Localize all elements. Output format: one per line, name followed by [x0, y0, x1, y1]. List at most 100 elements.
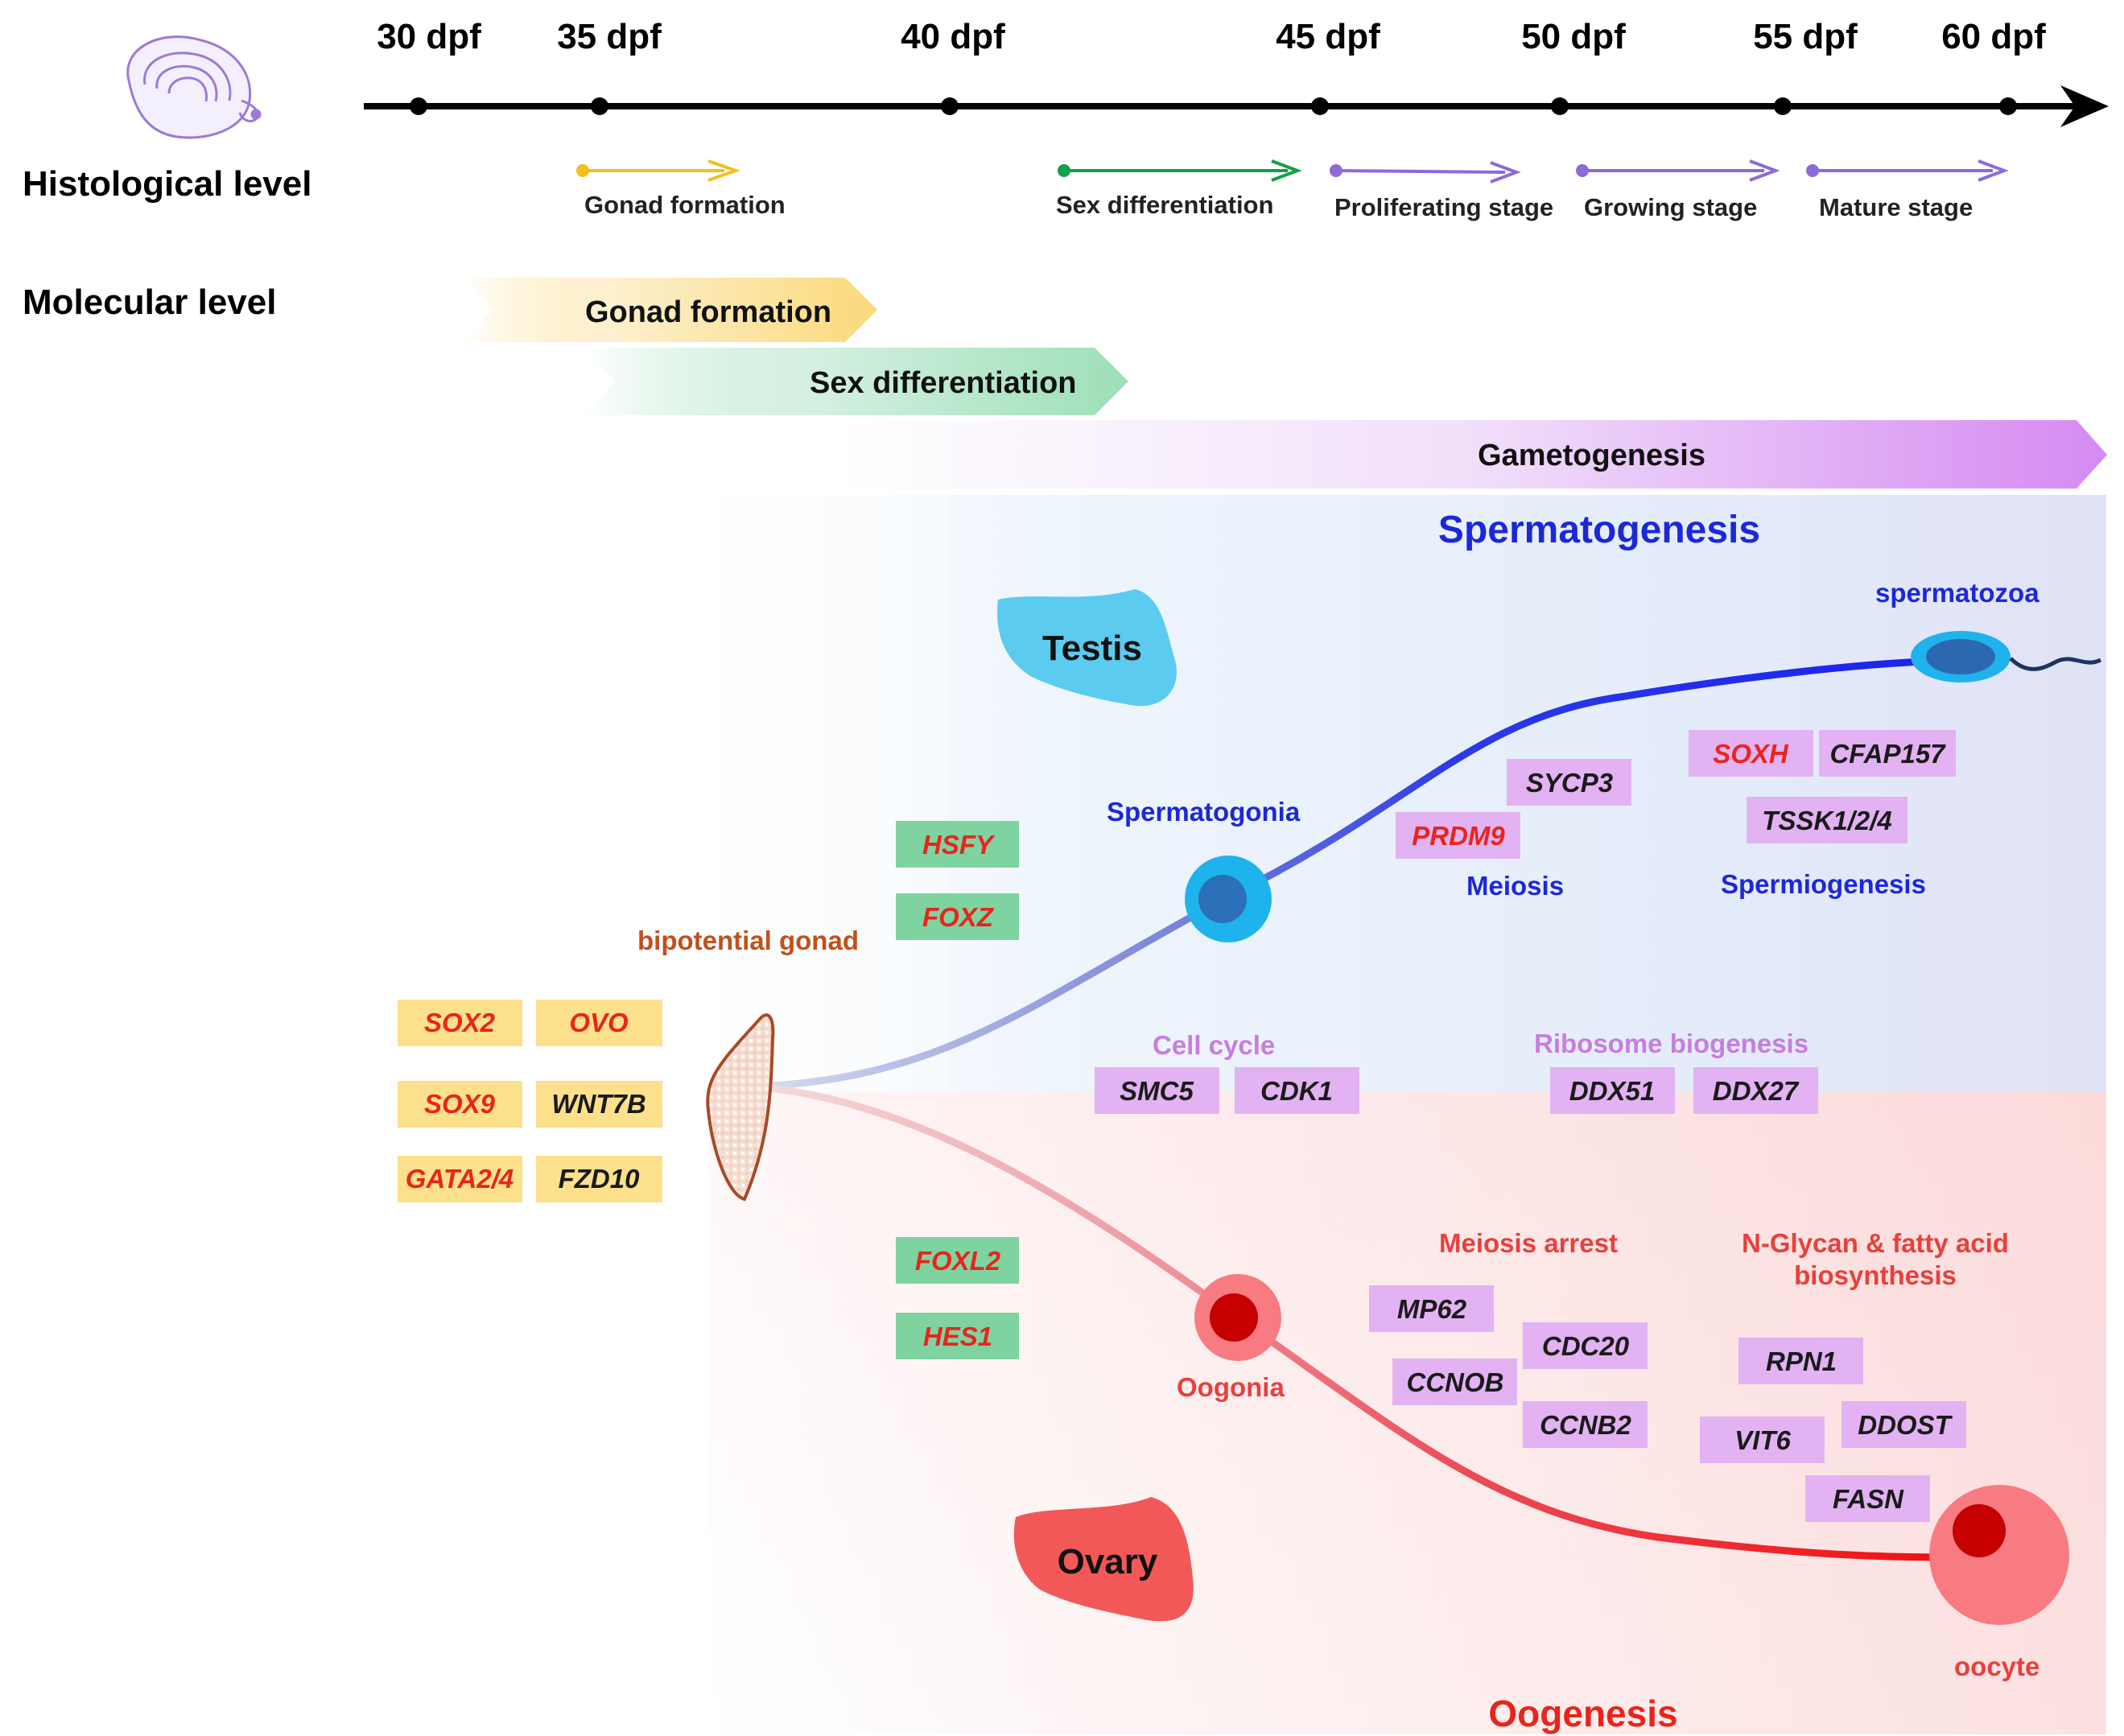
bipotential-gonad-label: bipotential gonad	[637, 926, 859, 955]
gene-name: MP62	[1397, 1294, 1467, 1324]
testis-organ: Testis	[997, 589, 1177, 707]
hist-stage-growing: Growing stage	[1576, 159, 1780, 221]
hist-stage-label: Gonad formation	[584, 191, 786, 219]
gene-box-cdk1: CDK1	[1235, 1067, 1359, 1114]
tick-dot-55	[1774, 97, 1792, 115]
band-label: Sex differentiation	[810, 366, 1077, 400]
gene-box-ddx51: DDX51	[1550, 1067, 1675, 1114]
timeline: 30 dpf 35 dpf 40 dpf 45 dpf 50 dpf 55 dp…	[364, 17, 2109, 127]
gene-name: CDK1	[1260, 1076, 1333, 1106]
meiosis-label: Meiosis	[1466, 871, 1564, 901]
gene-name: VIT6	[1734, 1425, 1791, 1455]
gene-name: HSFY	[922, 830, 996, 860]
gene-box-hes1: HES1	[896, 1313, 1019, 1359]
band-sex-differentiation: Sex differentiation	[584, 348, 1128, 415]
spermatogonia-cell	[1185, 856, 1272, 942]
tick-label-55: 55 dpf	[1753, 17, 1858, 56]
hist-stage-sex-differentiation: Sex differentiation	[1056, 159, 1302, 219]
nglycan-label-line2: biosynthesis	[1794, 1260, 1957, 1290]
tick-label-30: 30 dpf	[377, 17, 481, 56]
spermatogenesis-curve	[756, 658, 1924, 1091]
tick-label-35: 35 dpf	[557, 17, 662, 56]
band-gametogenesis: Gametogenesis	[837, 420, 2107, 489]
ribosome-biogenesis-label: Ribosome biogenesis	[1534, 1029, 1808, 1058]
tick-label-40: 40 dpf	[901, 17, 1005, 56]
hist-stage-gonad-formation: Gonad formation	[576, 159, 786, 219]
gene-box-cfap157: CFAP157	[1819, 730, 1956, 777]
hist-stage-label: Mature stage	[1819, 193, 1973, 221]
gene-name: CCNB2	[1540, 1410, 1631, 1440]
gene-box-soxh: SOXH	[1689, 730, 1813, 777]
gene-box-sox9: SOX9	[398, 1081, 522, 1128]
gene-name: CFAP157	[1829, 739, 1946, 769]
spermatogenesis-heading: Spermatogenesis	[1438, 509, 1760, 551]
gene-name: FOXL2	[915, 1246, 1001, 1276]
gene-name: FOXZ	[922, 902, 995, 932]
gene-box-fzd10: FZD10	[536, 1156, 662, 1202]
tick-dot-40	[941, 97, 959, 115]
gene-box-foxz: FOXZ	[896, 893, 1019, 940]
gene-name: WNT7B	[551, 1089, 645, 1119]
testis-label: Testis	[1042, 629, 1142, 668]
gene-box-mp62: MP62	[1369, 1285, 1494, 1332]
gene-box-ccnb2: CCNB2	[1523, 1401, 1648, 1448]
band-label: Gonad formation	[585, 295, 831, 329]
hist-stage-label: Growing stage	[1584, 193, 1757, 221]
gene-box-ddost: DDOST	[1841, 1401, 1966, 1448]
gene-name: SOXH	[1713, 739, 1789, 769]
tick-dot-30	[410, 97, 427, 115]
gene-box-prdm9: PRDM9	[1396, 812, 1520, 859]
oocyte-cell	[1929, 1485, 2069, 1625]
gene-box-vit6: VIT6	[1700, 1416, 1825, 1463]
oogonia-label: Oogonia	[1177, 1372, 1285, 1402]
gene-box-tssk124: TSSK1/2/4	[1747, 797, 1907, 843]
gene-name: PRDM9	[1412, 821, 1505, 851]
tick-label-45: 45 dpf	[1276, 17, 1380, 56]
tick-dot-50	[1551, 97, 1569, 115]
gene-box-ddx27: DDX27	[1693, 1067, 1818, 1114]
gene-name: DDX51	[1569, 1076, 1655, 1106]
spermatozoa-cell	[1911, 631, 2102, 682]
gene-name: RPN1	[1766, 1346, 1837, 1376]
gene-box-ccnob: CCNOB	[1392, 1359, 1517, 1405]
gene-box-gata24: GATA2/4	[398, 1156, 522, 1202]
hist-stage-label: Proliferating stage	[1334, 193, 1553, 221]
gene-name: SYCP3	[1526, 768, 1613, 798]
gene-box-wnt7b: WNT7B	[536, 1081, 662, 1128]
spermiogenesis-label: Spermiogenesis	[1721, 869, 1926, 899]
gene-box-hsfy: HSFY	[896, 821, 1019, 868]
gene-name: TSSK1/2/4	[1762, 806, 1891, 835]
timeline-arrowhead	[2060, 85, 2109, 127]
gene-box-ovo: OVO	[536, 1000, 662, 1046]
gene-name: GATA2/4	[406, 1164, 513, 1194]
meiosis-arrest-label: Meiosis arrest	[1439, 1228, 1618, 1258]
gene-box-cdc20: CDC20	[1523, 1322, 1648, 1369]
gene-name: SOX9	[424, 1089, 496, 1119]
molecular-bands: Gonad formation Sex differentiation Game…	[463, 278, 2107, 489]
oogonia-cell	[1194, 1274, 1281, 1361]
bipotential-gonad-cell	[706, 1013, 775, 1202]
gene-name: HES1	[923, 1322, 992, 1351]
gene-name: OVO	[569, 1008, 629, 1037]
spermatozoa-label: spermatozoa	[1875, 578, 2039, 608]
gene-name: CCNOB	[1407, 1367, 1504, 1397]
gene-name: SMC5	[1120, 1076, 1194, 1106]
gene-name: FZD10	[559, 1164, 641, 1194]
histological-level-label: Histological level	[23, 164, 311, 204]
spermatozoa-tail	[2009, 657, 2102, 671]
oogenesis-curve	[756, 1082, 1949, 1561]
gene-name: SOX2	[424, 1008, 496, 1037]
gene-box-sox2: SOX2	[398, 1000, 522, 1046]
gene-box-foxl2: FOXL2	[896, 1237, 1019, 1284]
histological-stages: Gonad formation Sex differentiation Prol…	[576, 159, 2009, 221]
gene-box-fasn: FASN	[1805, 1475, 1930, 1522]
band-label: Gametogenesis	[1478, 439, 1705, 472]
band-gonad-formation: Gonad formation	[463, 278, 877, 342]
spermatogonia-label: Spermatogonia	[1107, 797, 1301, 827]
tick-dot-60	[1999, 97, 2017, 115]
molecular-level-label: Molecular level	[23, 282, 276, 322]
nglycan-label-line1: N-Glycan & fatty acid	[1742, 1228, 2009, 1258]
gene-box-rpn1: RPN1	[1738, 1338, 1863, 1384]
cell-cycle-label: Cell cycle	[1153, 1030, 1275, 1060]
